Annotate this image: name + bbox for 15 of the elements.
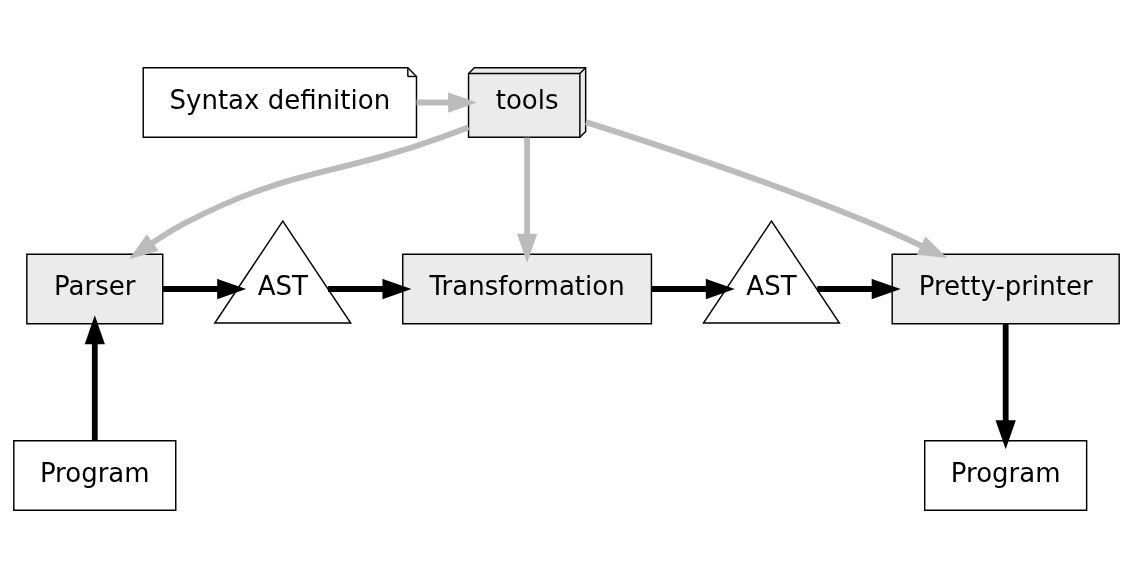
arrow bbox=[585, 118, 948, 258]
arrow bbox=[651, 278, 735, 299]
node-box: Transformation bbox=[402, 253, 653, 324]
arrow bbox=[416, 91, 478, 113]
arrow bbox=[328, 278, 412, 299]
arrow bbox=[516, 137, 538, 263]
arrow bbox=[995, 323, 1016, 449]
node-box: Pretty-printer bbox=[891, 253, 1120, 324]
arrow bbox=[129, 124, 470, 259]
node-box: Program bbox=[13, 439, 177, 511]
node-box: Program bbox=[924, 439, 1088, 511]
node-box: Parser bbox=[26, 253, 164, 324]
arrow bbox=[817, 278, 901, 299]
arrow bbox=[84, 314, 105, 441]
arrow bbox=[163, 278, 247, 299]
